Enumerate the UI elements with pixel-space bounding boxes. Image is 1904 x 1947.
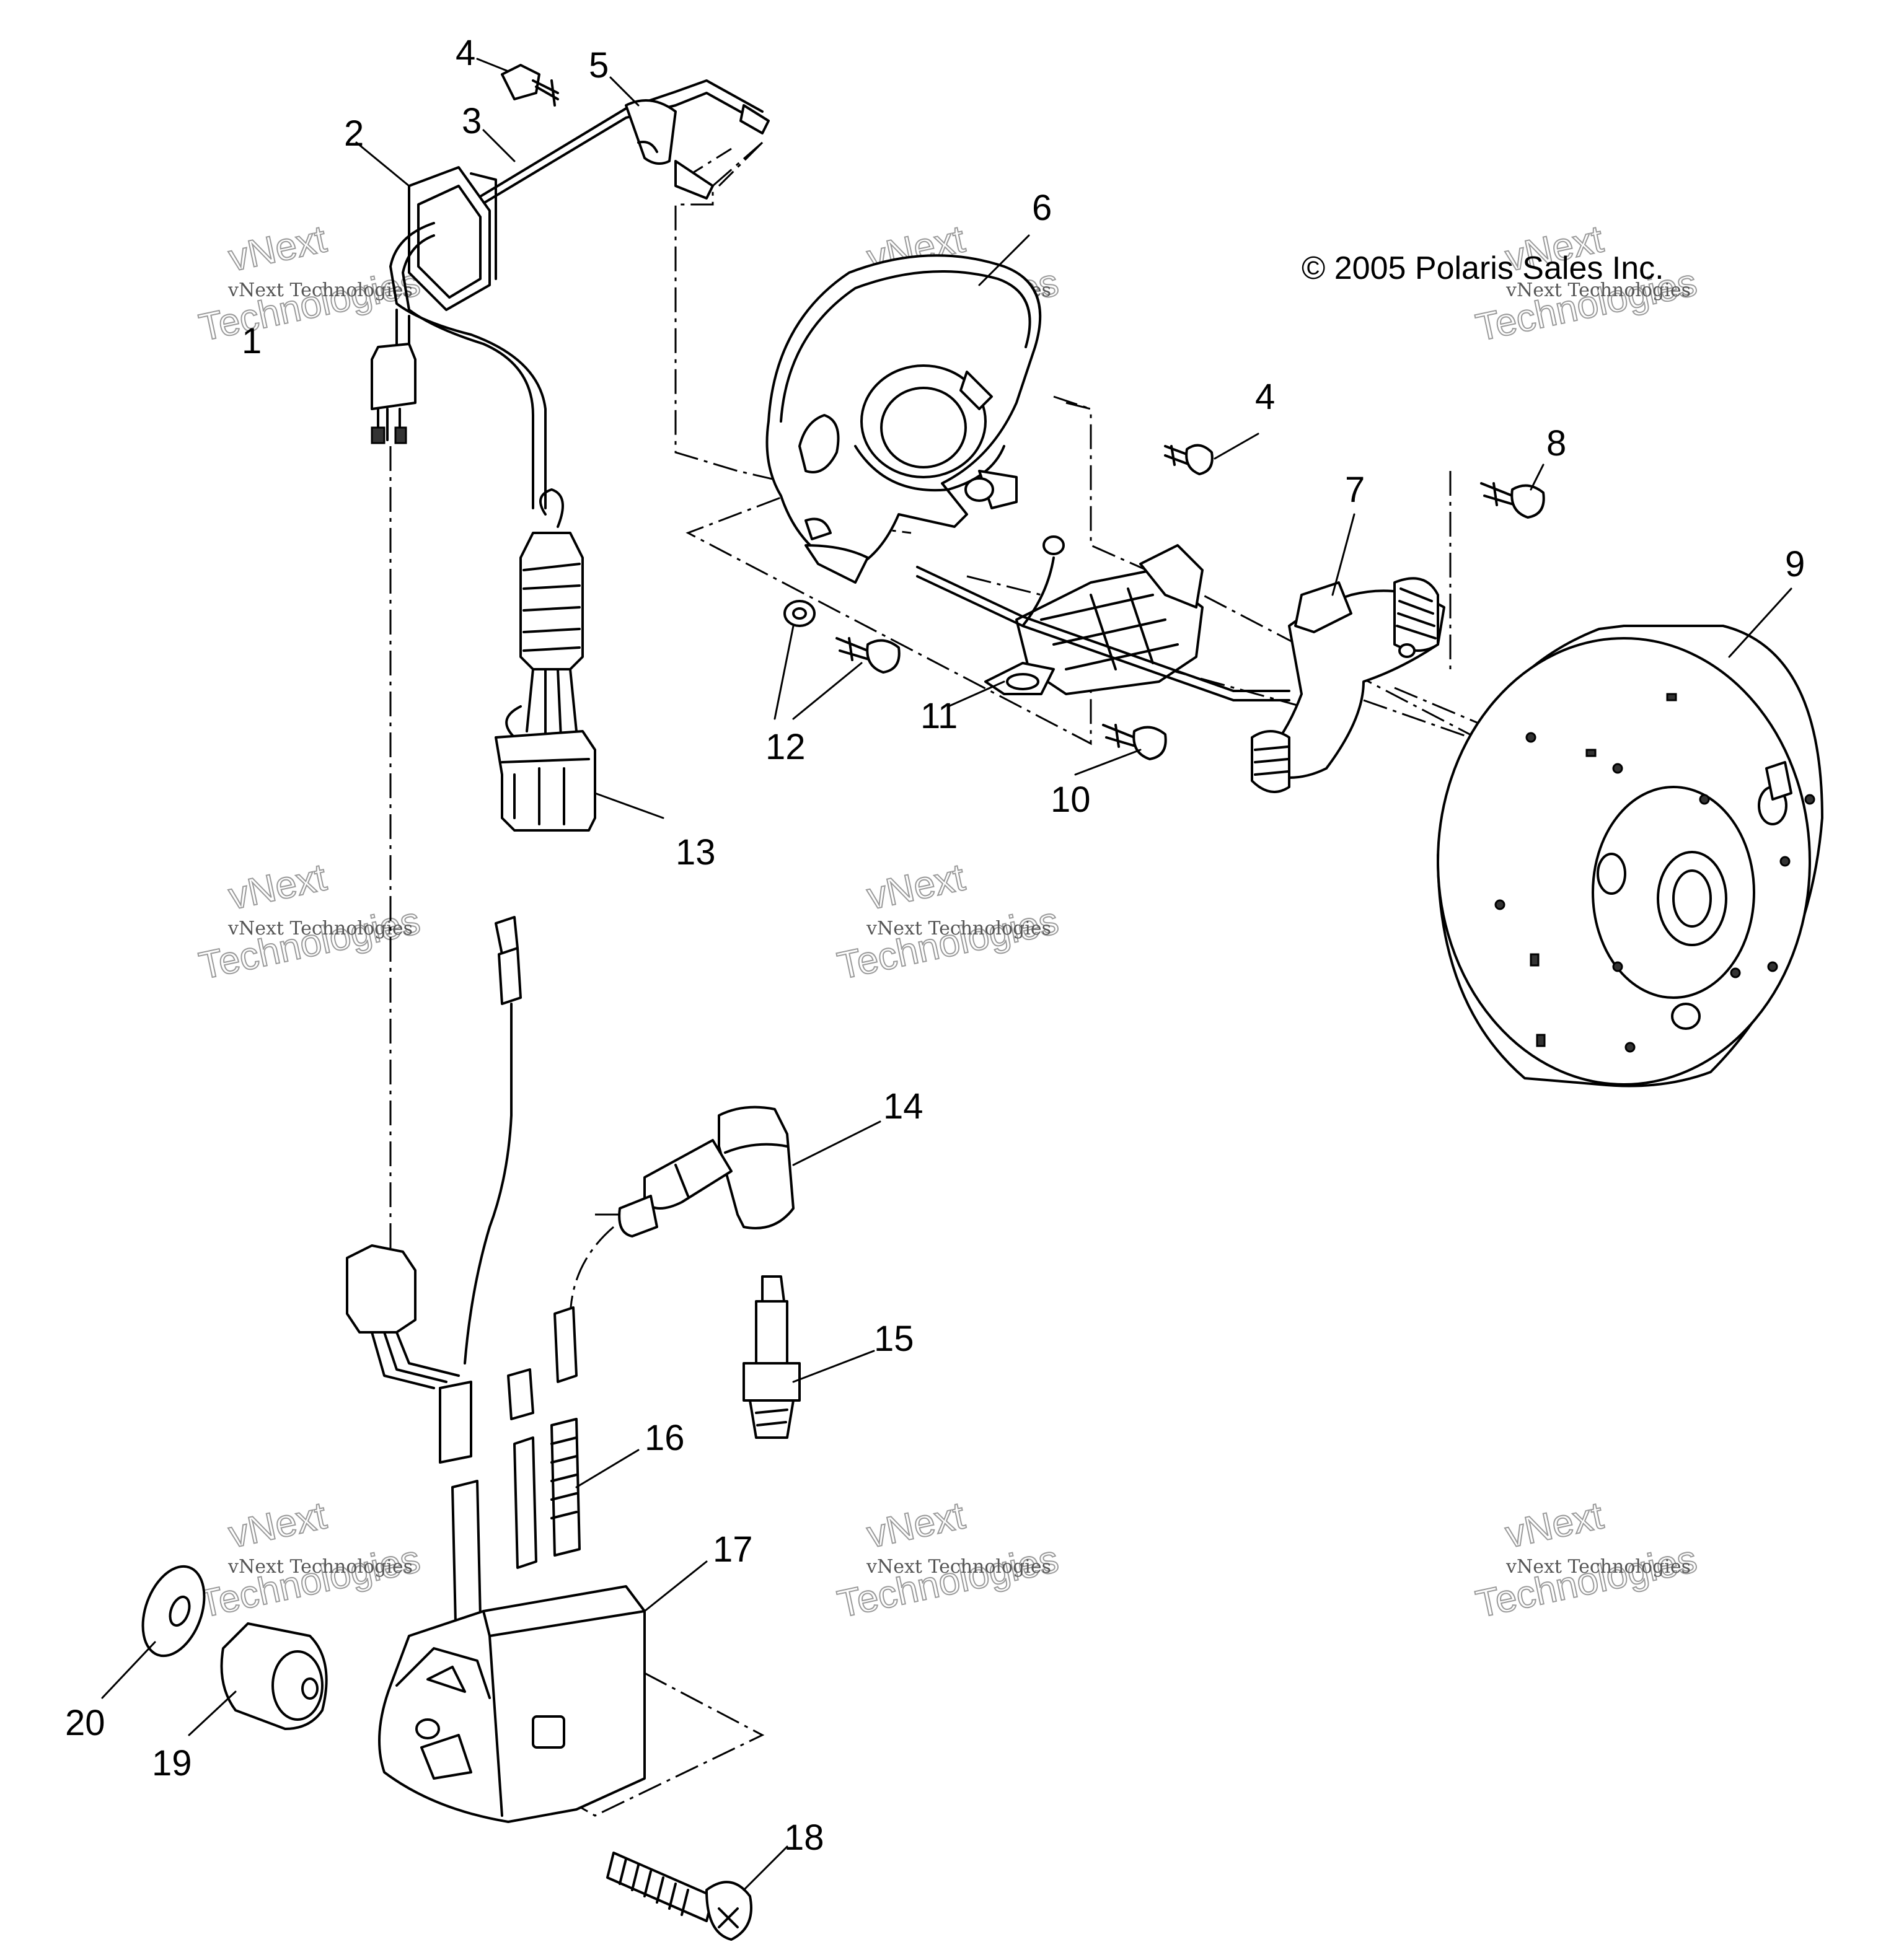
ignition-coil-part-17 [378,1585,646,1823]
callout-12: 12 [765,727,806,767]
watermark-text: vNext Technologies [227,1556,413,1578]
callout-20: 20 [65,1703,105,1743]
callout-19: 19 [152,1743,192,1783]
callout-18: 18 [784,1817,824,1858]
wire-harness-part-3 [470,79,770,212]
pad-part-2 [408,166,497,311]
watermark-text: vNext Technologies [866,1556,1051,1578]
callout-8: 8 [1546,423,1566,464]
screw-part-12 [835,637,901,674]
spark-plug-part-15 [743,1275,801,1439]
clip-part-5 [625,99,714,200]
callout-17: 17 [713,1529,753,1570]
watermark-text: Technologies [834,899,1062,988]
callout-1: 1 [242,321,262,361]
stator-plate-part-6 [765,254,1042,584]
washer-part-12 [783,600,816,627]
callout-16: 16 [645,1418,685,1458]
callout-3: 3 [462,101,482,141]
callout-4-b: 4 [1255,377,1275,417]
screw-part-4-top [501,64,559,107]
watermark-text: vNext [225,856,330,918]
connector-part-1 [371,343,416,444]
callout-13: 13 [676,832,716,872]
callout-2: 2 [344,113,364,154]
spark-plug-cap-part-14 [618,1105,795,1237]
bolt-part-18 [606,1852,752,1941]
callout-15: 15 [874,1319,914,1359]
screw-part-8 [1480,482,1545,519]
watermark-text: Technologies [195,261,423,349]
wire-connector-lower [346,1244,472,1464]
wire-harness-lead [389,222,547,509]
bushing-part-19 [220,1622,328,1730]
watermark-text: vNext Technologies [227,279,413,301]
coil-part-11 [916,535,1290,701]
leader-lines [101,58,1792,1891]
harness-sleeve [505,488,584,745]
flywheel-part-9 [1437,625,1823,1088]
connector-part-13 [495,730,596,832]
callout-10: 10 [1051,780,1091,820]
watermark-text: vNext Technologies [866,918,1051,939]
copyright-text: © 2005 Polaris Sales Inc. [1302,250,1664,286]
washer-part-20 [141,1565,206,1658]
coil-terminal-part-16 [451,1418,581,1625]
watermark-text: vNext [863,856,968,918]
watermark-text: vNext [1502,1494,1606,1556]
callout-labels: 1 2 3 4 5 6 4 8 7 9 12 11 10 13 14 15 16… [65,33,1805,1858]
callout-7: 7 [1345,470,1365,510]
watermark-text: Technologies [1472,1537,1700,1626]
screw-part-4 [1164,444,1214,475]
callout-6: 6 [1032,188,1052,228]
callout-9: 9 [1785,544,1805,584]
terminal-lead [464,916,522,1365]
callout-14: 14 [883,1086,923,1127]
watermark-text: vNext [863,1494,968,1556]
watermark-text: Technologies [195,1537,423,1626]
screw-part-10 [1102,724,1167,760]
watermark-text: vNext [225,218,330,279]
watermark-text: vNext [225,1494,330,1556]
callout-5: 5 [589,45,609,86]
watermark-text: vNext Technologies [1505,1556,1691,1578]
watermark-text: Technologies [834,1537,1062,1626]
pickup-coil-part-7 [1251,577,1445,793]
callout-4: 4 [456,33,475,73]
lead-tube [507,1226,614,1420]
watermark-text: vNext Technologies [1505,279,1691,301]
watermark-text: vNext Technologies [227,918,413,939]
callout-11: 11 [920,696,958,736]
